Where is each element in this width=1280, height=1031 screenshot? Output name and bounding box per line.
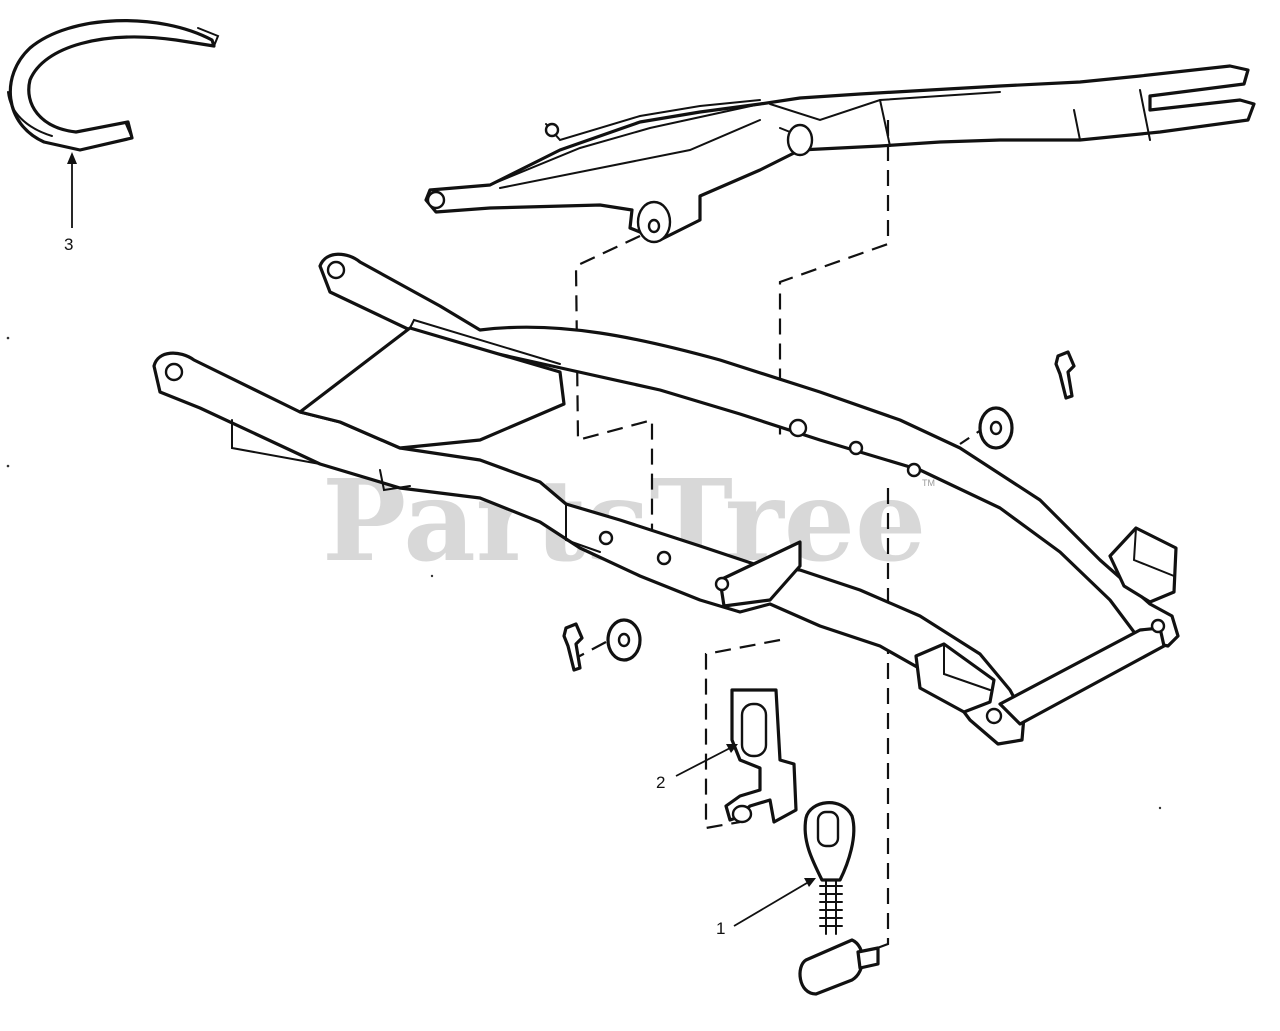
leader-2-arrow — [726, 744, 738, 753]
callout-1[interactable]: 1 — [716, 919, 725, 938]
callout-3[interactable]: 3 — [64, 235, 73, 254]
callout-2[interactable]: 2 — [656, 773, 665, 792]
part-1-spring-plunger[interactable] — [798, 801, 880, 996]
left-cotter-pin[interactable] — [562, 622, 584, 672]
part-3-ring[interactable] — [7, 19, 220, 152]
watermark-trademark: TM — [922, 478, 935, 488]
leader-3-arrow — [67, 152, 77, 164]
right-cotter-pin[interactable] — [1054, 350, 1076, 400]
speck — [430, 574, 434, 578]
right-washer[interactable] — [978, 406, 1014, 450]
speck — [6, 336, 10, 340]
speck — [1158, 806, 1162, 810]
speck — [6, 464, 10, 468]
main-frame[interactable] — [152, 252, 1180, 746]
upper-bracket-assembly[interactable] — [424, 64, 1256, 244]
leader-2 — [675, 745, 735, 777]
leader-1-arrow — [804, 878, 816, 887]
part-2-latch-bracket[interactable] — [724, 688, 798, 824]
left-washer[interactable] — [606, 618, 642, 662]
leader-1 — [733, 879, 813, 927]
